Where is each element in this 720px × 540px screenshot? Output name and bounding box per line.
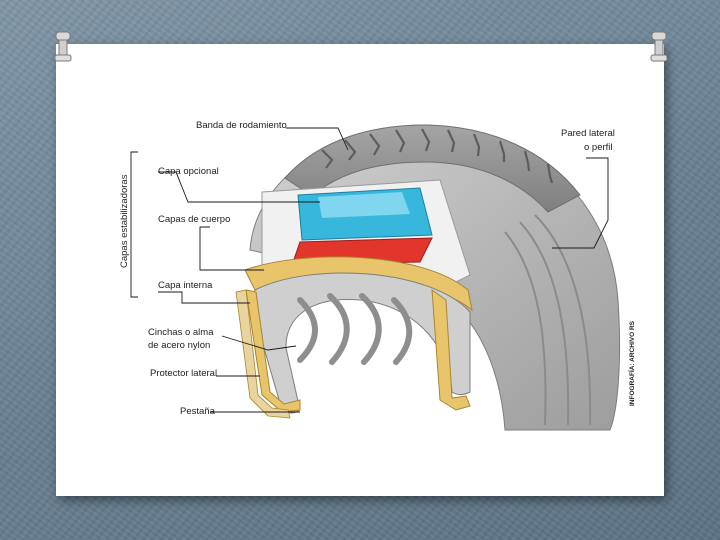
credit-text: INFOGRAFÍA: ARCHIVO RS — [627, 320, 636, 406]
label-sidewall: o perfil — [584, 142, 613, 153]
label-body-layers: Capas de cuerpo — [158, 214, 230, 225]
label-belts: de acero nylon — [148, 340, 210, 351]
tire-body — [236, 125, 620, 430]
label-side-protector: Protector lateral — [150, 368, 217, 379]
label-tread: Banda de rodamiento — [196, 120, 287, 131]
label-inner-layer: Capa interna — [158, 280, 213, 291]
label-sidewall: Pared lateral — [561, 128, 615, 139]
label-bead: Pestaña — [180, 406, 216, 417]
label-optional-layer: Capa opcional — [158, 166, 219, 177]
label-belts: Cinchas o alma — [148, 327, 214, 338]
label-stabilizer-group: Capas estabilizadoras — [119, 174, 130, 268]
